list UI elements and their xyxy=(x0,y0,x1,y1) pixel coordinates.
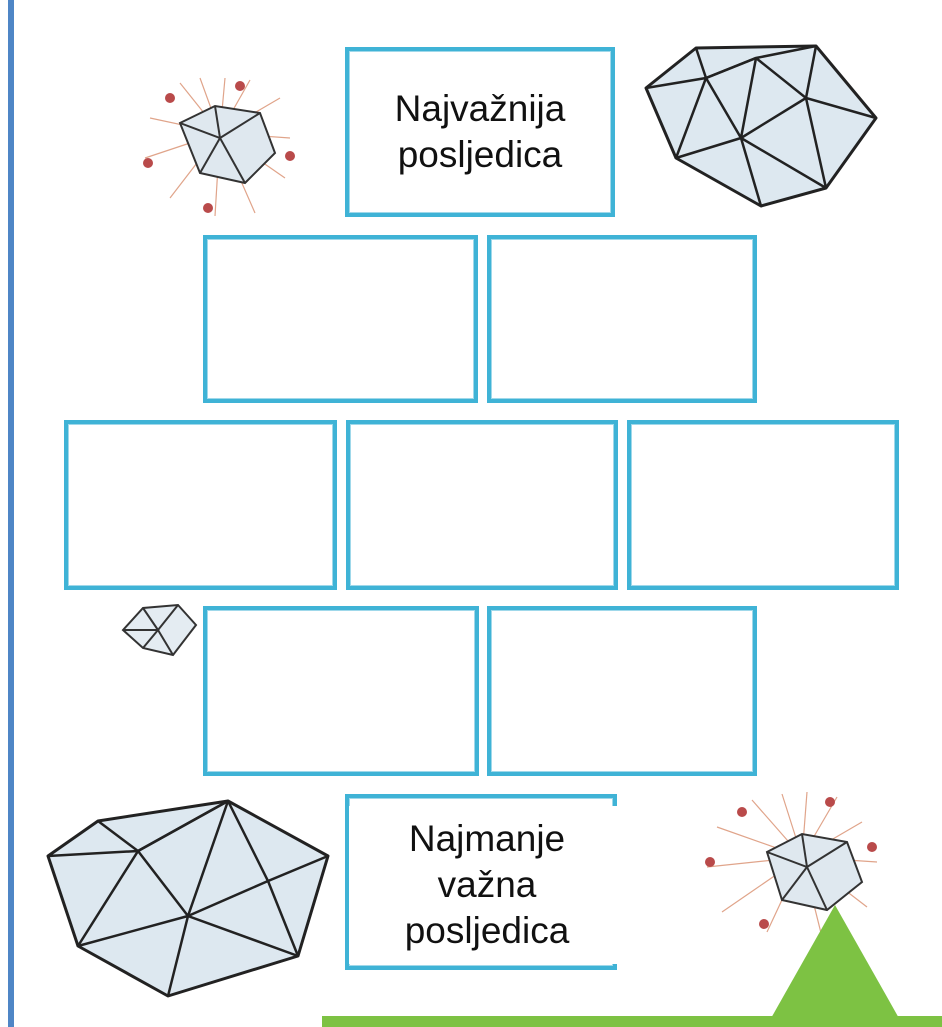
sparkle-diamond-icon xyxy=(143,77,295,217)
bottom-box-line-2: važna xyxy=(437,863,537,905)
top-box-line-1: Najvažnija xyxy=(394,87,566,129)
consequence-box-row2-1[interactable] xyxy=(203,235,478,403)
sparkle-diamond-icon xyxy=(705,791,878,938)
top-consequence-box[interactable]: Najvažnija posljedica xyxy=(345,47,615,217)
top-box-line-2: posljedica xyxy=(397,134,563,175)
bottom-box-line-3: posljedica xyxy=(404,910,570,952)
green-triangle xyxy=(770,905,900,1020)
left-margin-rule xyxy=(8,0,14,1027)
consequence-box-row4-2[interactable] xyxy=(487,606,757,776)
bottom-box-label: Najmanje važna posljedica xyxy=(349,806,625,964)
small-diamond-icon xyxy=(121,603,198,657)
diamond-icon xyxy=(46,799,330,998)
green-footer-bar xyxy=(322,1016,942,1027)
consequence-box-row4-1[interactable] xyxy=(203,606,479,776)
consequence-box-row2-2[interactable] xyxy=(487,235,757,403)
diamond-icon xyxy=(644,44,878,208)
consequence-box-row3-3[interactable] xyxy=(627,420,899,590)
bottom-box-line-1: Najmanje xyxy=(408,817,566,859)
consequence-box-row3-2[interactable] xyxy=(346,420,618,590)
consequence-box-row3-1[interactable] xyxy=(64,420,337,590)
